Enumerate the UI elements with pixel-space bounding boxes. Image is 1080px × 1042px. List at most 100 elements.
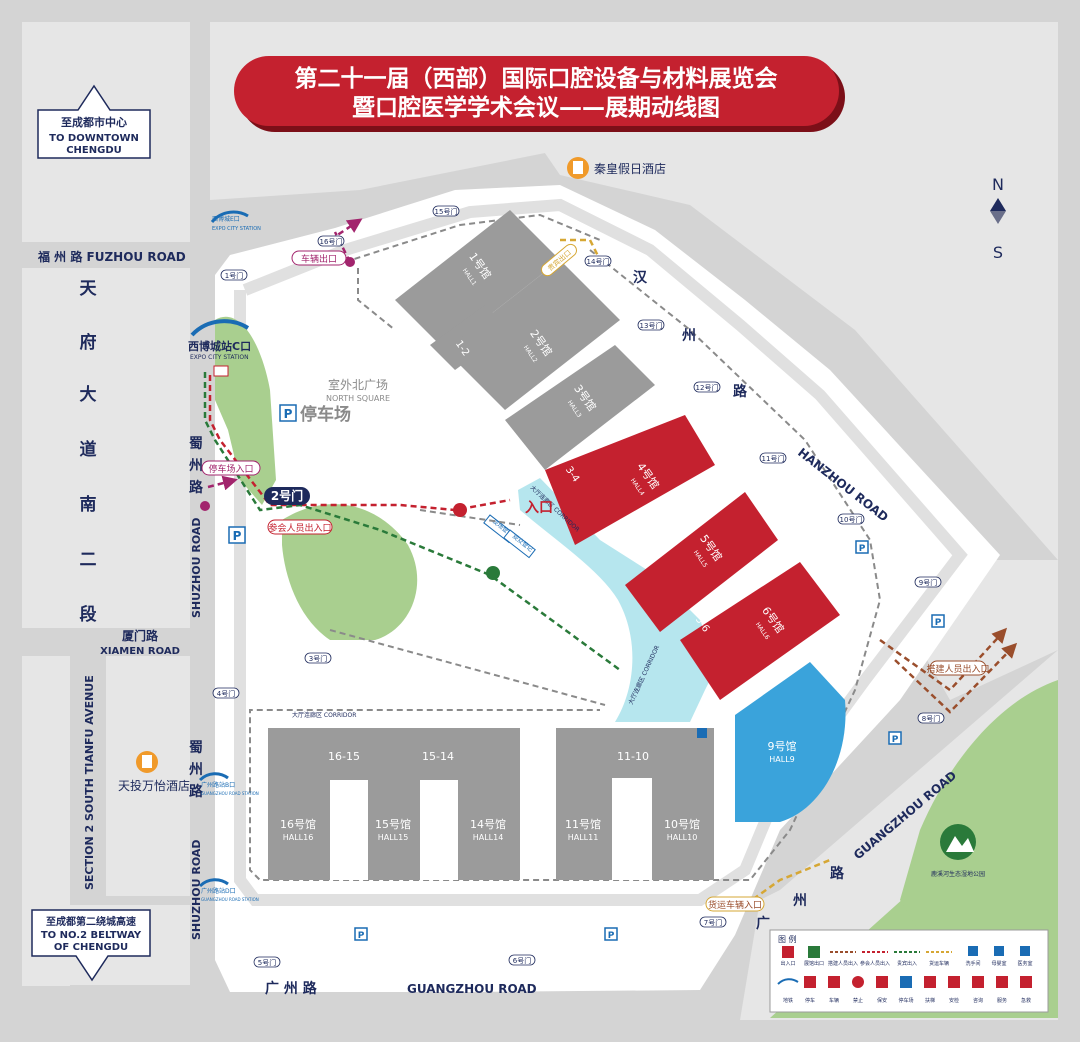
svg-text:展馆出口: 展馆出口 (804, 960, 824, 967)
svg-text:至成都第二绕城高速: 至成都第二绕城高速 (46, 915, 136, 928)
svg-text:9号门: 9号门 (919, 578, 937, 587)
metro-station-gz1: 广州路站B口 GUANGZHOU ROAD STATION (198, 772, 259, 796)
svg-text:搭建人员出入口: 搭建人员出入口 (926, 663, 989, 675)
svg-text:鹿溪河生态湿地公园: 鹿溪河生态湿地公园 (931, 870, 985, 878)
svg-text:急救: 急救 (1021, 997, 1031, 1004)
bus-icon (213, 365, 229, 377)
svg-text:西博城站C口: 西博城站C口 (188, 339, 251, 353)
svg-text:路: 路 (830, 865, 845, 882)
entry-exit-labels: 车辆出口 停车场入口 参会人员出入口 搭建人员出入口 货运车辆入口 贵宾出口 (201, 243, 990, 912)
parking-icon (279, 404, 297, 422)
svg-text:TO NO.2 BELTWAY: TO NO.2 BELTWAY (41, 930, 142, 941)
svg-text:SHUZHOU ROAD: SHUZHOU ROAD (190, 839, 203, 940)
svg-text:参会人员出入: 参会人员出入 (860, 960, 890, 967)
svg-text:洗手间: 洗手间 (965, 960, 980, 967)
svg-text:12号门: 12号门 (696, 383, 719, 392)
svg-text:停车场: 停车场 (898, 997, 913, 1004)
svg-text:大: 大 (80, 384, 97, 405)
svg-text:汉: 汉 (633, 270, 648, 286)
walking-person-icon (453, 503, 467, 517)
svg-text:GUANGZHOU ROAD STATION: GUANGZHOU ROAD STATION (201, 897, 259, 902)
route-gray-diagonal (419, 509, 521, 526)
route-vip (560, 238, 602, 261)
svg-text:路: 路 (733, 383, 748, 400)
svg-text:出入口: 出入口 (780, 960, 795, 967)
svg-text:车辆出口: 车辆出口 (301, 253, 337, 265)
no-entry-icon (200, 501, 210, 511)
svg-text:府: 府 (80, 332, 97, 353)
route-builder-2 (894, 642, 1018, 714)
halls-upper-gray (395, 210, 655, 470)
svg-text:HALL11: HALL11 (568, 833, 599, 842)
metro-icon (198, 772, 229, 782)
svg-text:4号门: 4号门 (217, 689, 235, 698)
svg-text:天: 天 (80, 279, 98, 299)
title-line1: 第二十一届（西部）国际口腔设备与材料展览会 (295, 65, 778, 92)
svg-text:段: 段 (80, 604, 97, 625)
svg-text:2号门: 2号门 (271, 488, 303, 503)
parking-icon (604, 927, 618, 941)
svg-text:禁止: 禁止 (853, 997, 863, 1004)
svg-text:16号门: 16号门 (320, 237, 343, 246)
svg-text:广: 广 (756, 915, 770, 932)
svg-text:EXPO CITY STATION: EXPO CITY STATION (190, 354, 249, 361)
svg-text:停车场: 停车场 (300, 404, 351, 425)
svg-text:州: 州 (681, 328, 696, 344)
svg-text:HALL10: HALL10 (667, 833, 698, 842)
svg-text:1号门: 1号门 (225, 271, 243, 280)
svg-text:11号门: 11号门 (762, 454, 785, 463)
svg-text:货运车辆: 货运车辆 (929, 960, 949, 967)
svg-text:P: P (358, 931, 365, 941)
svg-text:HALL15: HALL15 (378, 833, 409, 842)
svg-text:参会人员出入口: 参会人员出入口 (268, 522, 331, 534)
parking-icon (354, 927, 368, 941)
compass: N S (990, 175, 1006, 262)
svg-text:OF CHENGDU: OF CHENGDU (54, 942, 128, 953)
parking-icons (228, 526, 945, 941)
svg-text:室外北广场: 室外北广场 (328, 377, 388, 392)
svg-text:服务: 服务 (997, 997, 1007, 1004)
svg-text:8号门: 8号门 (922, 714, 940, 723)
svg-text:医务室: 医务室 (1017, 960, 1032, 967)
svg-text:道: 道 (80, 439, 97, 460)
metro-station-c: 西博城站C口 EXPO CITY STATION (188, 319, 251, 361)
svg-text:地铁: 地铁 (783, 997, 793, 1004)
svg-text:15-14: 15-14 (422, 750, 454, 763)
metro-station-top: 西博城E口 EXPO CITY STATION (210, 210, 261, 232)
svg-text:3号门: 3号门 (309, 654, 327, 663)
svg-text:P: P (233, 529, 242, 543)
metro-icon (198, 878, 229, 888)
compass-arrow-icon (990, 198, 1006, 211)
title-line2: 暨口腔医学学术会议——展期动线图 (352, 94, 720, 121)
svg-text:11号馆: 11号馆 (565, 817, 601, 831)
compass-south: S (993, 243, 1003, 262)
road-fuzhou: 福 州 路 FUZHOU ROAD (37, 249, 186, 264)
svg-text:9号馆: 9号馆 (768, 739, 797, 753)
svg-text:TO DOWNTOWN: TO DOWNTOWN (49, 133, 139, 144)
svg-text:GUANGZHOU ROAD STATION: GUANGZHOU ROAD STATION (201, 791, 259, 796)
sign-downtown: 至成都市中心 TO DOWNTOWN CHENGDU (37, 84, 151, 159)
svg-text:XIAMEN ROAD: XIAMEN ROAD (100, 646, 180, 657)
gate-2-badge: 2号门 (264, 487, 310, 505)
svg-text:14号馆: 14号馆 (470, 817, 506, 831)
svg-text:蜀: 蜀 (189, 436, 203, 452)
svg-text:至成都市中心: 至成都市中心 (61, 115, 127, 129)
legend-row1: 出入口 展馆出口 搭建人员出入 参会人员出入 贵宾出入 货运车辆 洗手间 母婴室… (780, 946, 1033, 967)
svg-text:SHUZHOU ROAD: SHUZHOU ROAD (190, 517, 203, 618)
svg-text:14号门: 14号门 (587, 257, 610, 266)
svg-text:HALL16: HALL16 (283, 833, 314, 842)
road-guangzhou-cn: 广 州 路 (265, 980, 318, 997)
svg-text:扶梯: 扶梯 (925, 997, 935, 1004)
metro-icon (190, 319, 250, 337)
svg-text:10号门: 10号门 (840, 515, 863, 524)
svg-text:车辆: 车辆 (829, 997, 839, 1004)
gate-labels: 1号门 3号门 4号门 5号门 6号门 7号门 8号门 9号门 10号门 11号… (212, 205, 945, 968)
no-entry-icon (345, 257, 355, 267)
sign-beltway: 至成都第二绕城高速 TO NO.2 BELTWAY OF CHENGDU (31, 909, 151, 982)
svg-text:P: P (892, 735, 899, 745)
svg-text:11-10: 11-10 (617, 750, 649, 763)
hall-connector-gaps (330, 778, 652, 880)
title-banner: 第二十一届（西部）国际口腔设备与材料展览会 暨口腔医学学术会议——展期动线图 (234, 56, 845, 132)
road-guangzhou-en: GUANGZHOU ROAD (407, 982, 537, 996)
